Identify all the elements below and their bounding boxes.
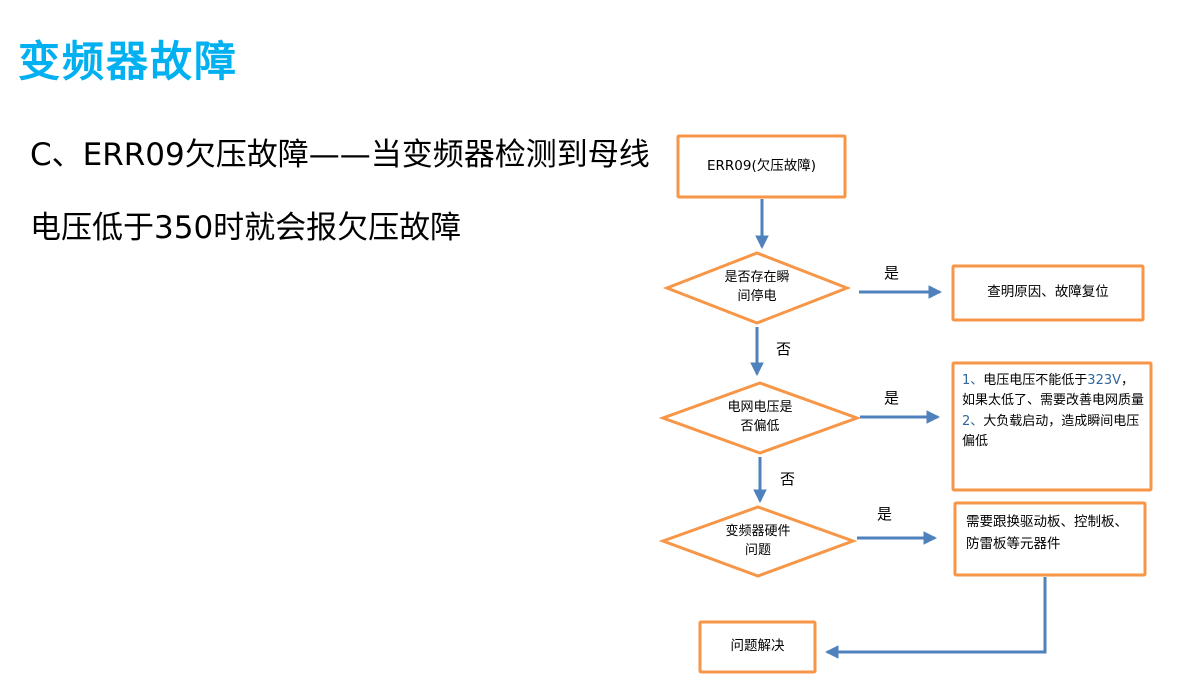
connector-action3-to-end	[824, 577, 1047, 659]
decision-momentary-power-loss-label: 是否存在瞬 间停电	[724, 270, 790, 304]
edge-label-yes-3: 是	[877, 505, 893, 523]
edge-label-yes-1: 是	[884, 264, 900, 282]
item1-text-post: ，如果太低了、需要改善电网质量	[962, 373, 1145, 409]
end-node-shape	[698, 620, 817, 674]
action-replace-boards-shape	[953, 501, 1147, 577]
action-replace-boards-label: 需要跟换驱动板、控制板、 防雷板等元器件	[966, 514, 1128, 552]
decision-hardware-issue-shape	[658, 505, 858, 578]
decision-momentary-power-loss-shape	[662, 251, 852, 325]
item1-voltage-value: 323V	[1087, 373, 1122, 388]
item1-text-pre: 电压电压不能低于	[983, 373, 1088, 388]
action-identify-cause-reset-shape	[951, 264, 1145, 322]
item2-text: 大负载启动，造成瞬间电压偏低	[962, 413, 1140, 449]
edge-label-no-1: 否	[776, 340, 792, 358]
start-node-shape	[676, 134, 847, 199]
start-node-label: ERR09(欠压故障)	[706, 157, 816, 174]
edge-label-yes-2: 是	[884, 389, 900, 407]
item2-number: 2、	[962, 413, 984, 429]
end-node-label: 问题解决	[730, 638, 785, 655]
decision-grid-voltage-low-shape	[658, 381, 862, 455]
intro-text: C、ERR09欠压故障——当变频器检测到母线 电压低于350时就会报欠压故障	[30, 137, 650, 246]
action-improve-grid-quality-label: 1、电压电压不能低于323V，如果太低了、需要改善电网质量 2、大负载启动，造成…	[962, 371, 1144, 452]
item1-number: 1、	[962, 373, 984, 388]
action-improve-grid-quality-shape	[951, 361, 1153, 492]
decision-hardware-issue-label: 变频器硬件 问题	[725, 523, 791, 558]
page-title: 变频器故障	[18, 37, 239, 86]
decision-grid-voltage-low-label: 电网电压是 否偏低	[727, 400, 793, 434]
edge-label-no-2: 否	[780, 470, 796, 488]
action-identify-cause-reset-label: 查明原因、故障复位	[987, 284, 1109, 301]
